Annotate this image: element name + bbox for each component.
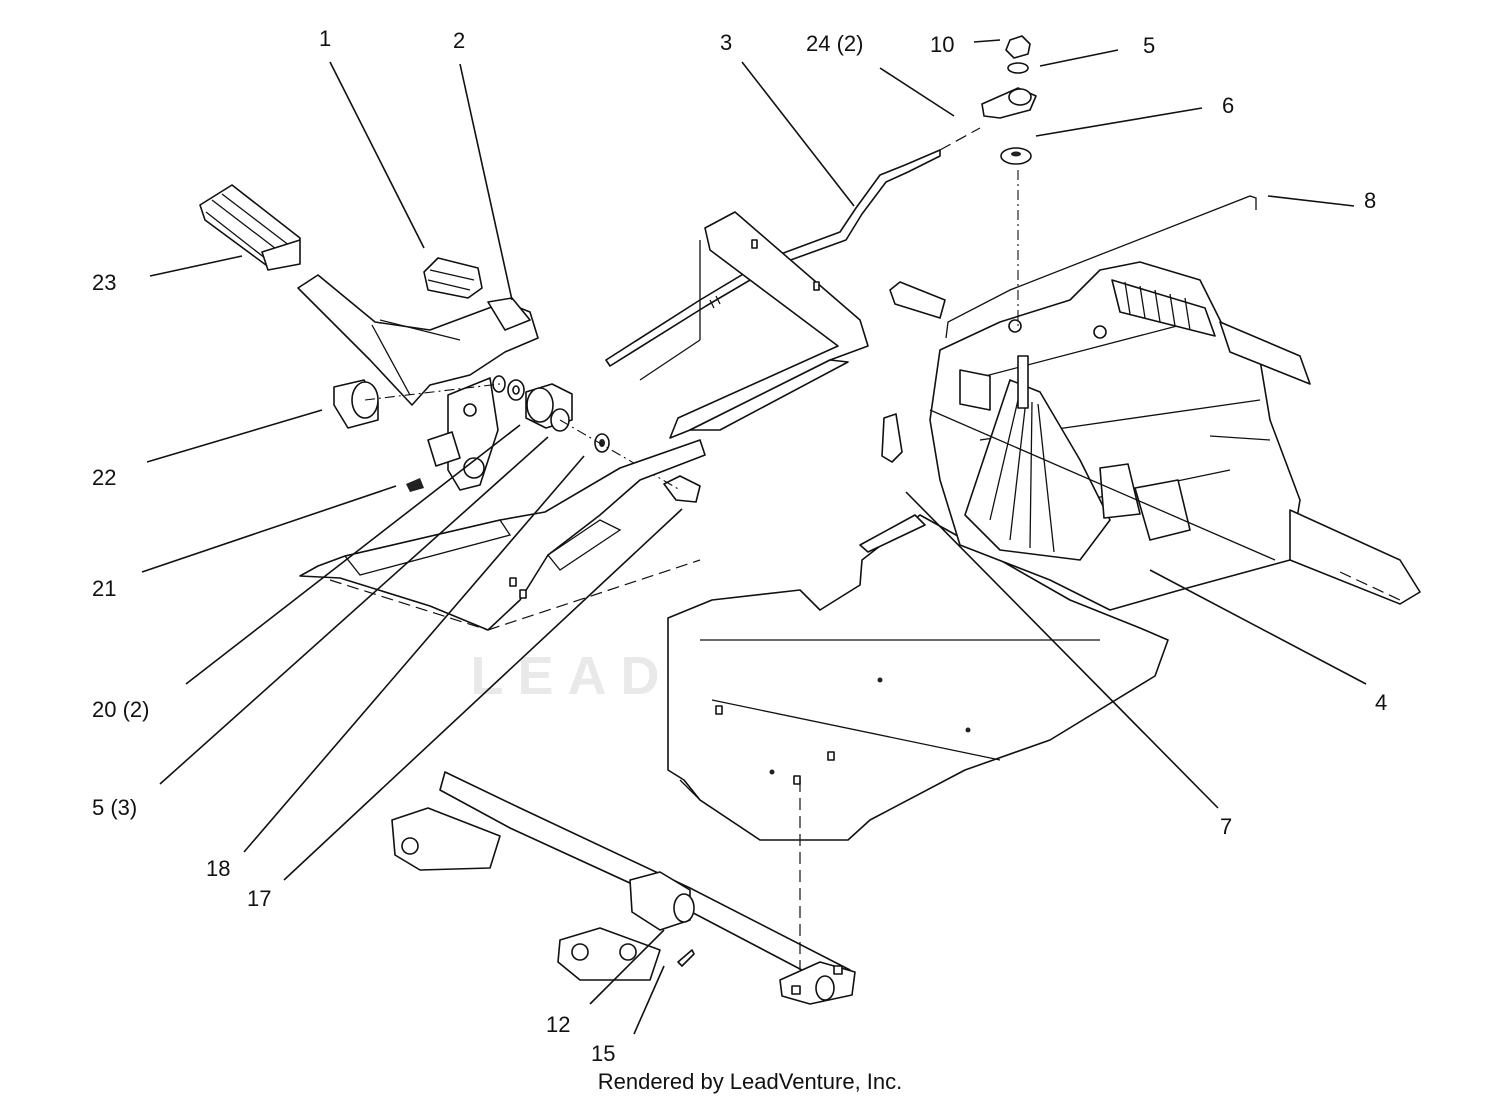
callout-7: 7 — [1220, 814, 1233, 839]
callout-6: 6 — [1222, 93, 1235, 118]
callout-17: 17 — [247, 886, 272, 911]
callout-3: 3 — [720, 30, 733, 55]
callout-18: 18 — [206, 856, 231, 881]
callout-21: 21 — [92, 576, 117, 601]
callout-15: 15 — [591, 1041, 616, 1066]
upper-bracket — [639, 211, 869, 439]
callout-24: 24 (2) — [806, 31, 864, 56]
callout-1: 1 — [319, 26, 332, 51]
bolt-part-7 — [881, 413, 903, 463]
leader-lines — [141, 39, 1367, 1035]
callout-23: 23 — [92, 270, 117, 295]
callout-4: 4 — [1375, 690, 1388, 715]
linkage-rod-8 — [945, 195, 1257, 339]
callout-5-top: 5 — [1143, 33, 1156, 58]
callout-12: 12 — [546, 1012, 571, 1037]
footer-credit: Rendered by LeadVenture, Inc. — [597, 1069, 903, 1094]
pedal-assembly — [199, 184, 701, 503]
lower-frame — [299, 439, 706, 631]
callout-10: 10 — [930, 32, 955, 57]
callout-8: 8 — [1364, 188, 1377, 213]
callout-22: 22 — [92, 465, 117, 490]
callout-5-3: 5 (3) — [92, 795, 138, 820]
floor-plate — [667, 514, 1169, 841]
top-hardware — [981, 35, 1037, 330]
transaxle — [889, 261, 1421, 611]
callout-2: 2 — [453, 28, 466, 53]
bottom-shaft — [391, 771, 856, 1005]
control-rod — [605, 127, 981, 367]
callout-20: 20 (2) — [92, 697, 150, 722]
